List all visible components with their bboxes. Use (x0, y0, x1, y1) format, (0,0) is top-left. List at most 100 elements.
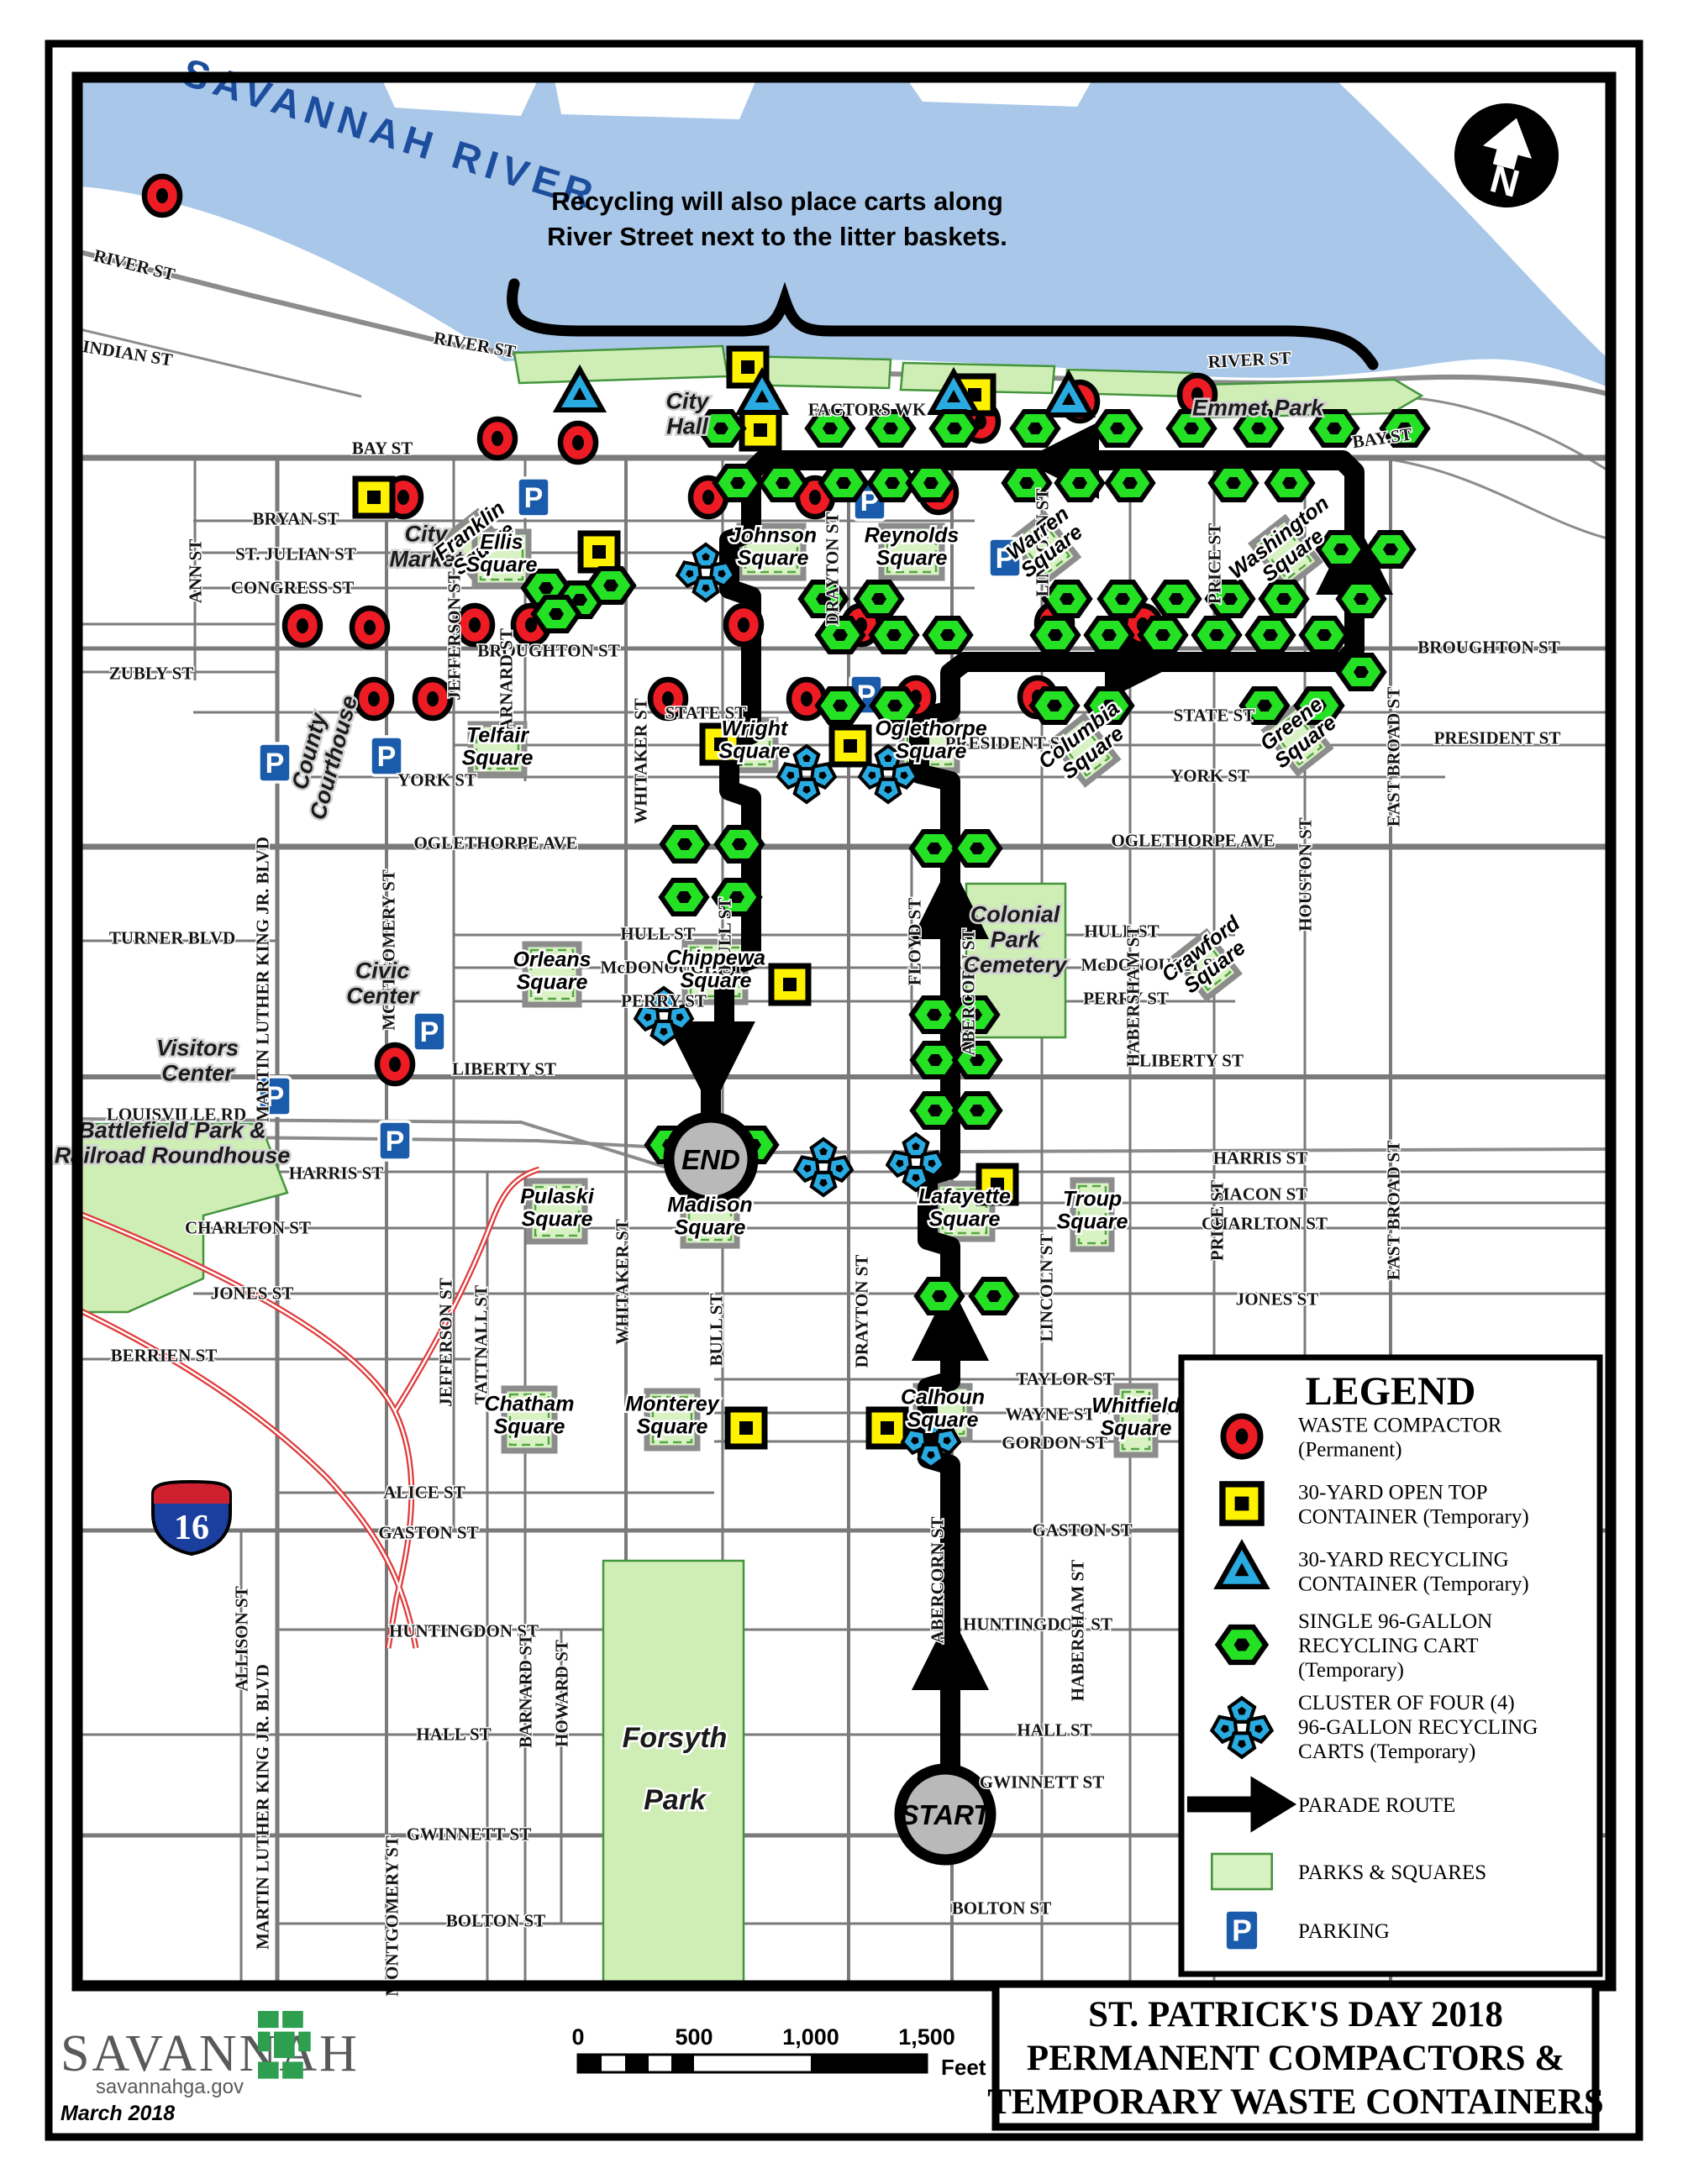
label-line: Colonial (970, 901, 1060, 927)
pentagon-dot (928, 1159, 936, 1168)
label-line: BULL ST (714, 898, 734, 971)
label-line: Whitfield (1091, 1394, 1181, 1417)
label-line: LINCOLN ST (1036, 1234, 1056, 1342)
street-label: JEFFERSON ST (444, 571, 464, 700)
square-green (508, 1393, 550, 1446)
cluster-pentagon (809, 1170, 838, 1198)
green-hexagon-dot (947, 423, 962, 434)
waste-compactor-marker (349, 605, 391, 650)
label-line: Square (466, 553, 538, 576)
recycling-cart-marker (868, 616, 920, 654)
label-line: Square (462, 746, 534, 769)
green-hexagon-dot (1209, 629, 1224, 641)
cluster-pentagon (874, 743, 902, 771)
label-line: YORK ST (397, 769, 476, 790)
green-hexagon-dot (1048, 629, 1063, 641)
street-label: HUNTINGDON ST (963, 1614, 1112, 1634)
label-line: Madison (667, 1193, 752, 1216)
square-green (1271, 712, 1323, 766)
label-line: OGLETHORPE AVE (1111, 830, 1275, 850)
park-area (965, 882, 1067, 1039)
recycling-cart-cluster-marker (776, 743, 838, 805)
recycling-cart-marker (1264, 464, 1316, 502)
label-line: McDONOUGH ST (1081, 954, 1225, 974)
recycling-cart-marker (659, 825, 711, 864)
waste-compactor-marker (374, 1042, 416, 1087)
green-hexagon-dot (1155, 629, 1170, 641)
pentagon-dot (803, 1164, 812, 1173)
street-label: PRESIDENT ST (1434, 727, 1561, 748)
street-label: TAYLOR ST (1016, 1368, 1114, 1389)
green-hexagon-dot (1276, 593, 1291, 605)
cluster-pentagon (666, 1004, 695, 1032)
arrow-shaft (1186, 1796, 1267, 1813)
city-square (1007, 510, 1082, 587)
recycling-cart-marker (797, 580, 849, 618)
pentagon-dot (927, 1420, 935, 1427)
green-hexagon-dot (967, 1009, 982, 1021)
green-hexagon-dot (1102, 700, 1117, 711)
square-green (1259, 524, 1312, 581)
red-circle-dot (427, 691, 439, 706)
green-hexagon-dot (1383, 543, 1398, 555)
street-label: LINCOLN ST (1032, 489, 1052, 597)
street-label: OGLETHORPE AVE (1111, 830, 1275, 850)
scale-500: 500 (675, 2024, 713, 2050)
green-hexagon-dot (1354, 666, 1369, 678)
street-label: OGLETHORPE AVE (413, 832, 577, 853)
street-label: GWINNETT ST (980, 1772, 1104, 1792)
label-line: Square (681, 969, 752, 992)
label-line: ALLISON ST (231, 1586, 251, 1691)
green-hexagon-dot (1223, 593, 1238, 605)
green-hexagon-dot (1317, 629, 1332, 641)
blue-triangle-dot (1234, 1562, 1249, 1577)
green-hexagon-dot (927, 1009, 942, 1021)
scale-1500: 1,500 (898, 2024, 955, 2050)
label-line: Square (907, 1408, 979, 1431)
street-label: HARRIS ST (1213, 1147, 1308, 1168)
square-casing (1007, 510, 1082, 587)
pentagon-dot (912, 1174, 920, 1182)
recycling-cart-marker (1137, 616, 1189, 654)
label-line: GWINNETT ST (980, 1772, 1104, 1792)
waste-compactor-marker (141, 173, 183, 218)
legend-title: LEGEND (1306, 1369, 1476, 1414)
street-label: GASTON ST (378, 1522, 478, 1542)
pentagon-dot (818, 771, 827, 780)
recycling-cart-marker (1054, 464, 1106, 502)
street-label: HUNTINGDON ST (389, 1620, 539, 1641)
green-hexagon-dot (677, 838, 692, 850)
recycling-cart-cluster-marker (675, 542, 737, 603)
pentagon-dot (1220, 1725, 1229, 1734)
square-green (1059, 723, 1111, 777)
route-arrow-north-1 (912, 1613, 989, 1690)
scale-bar: 0 500 1,000 1,500 Feet (571, 2024, 986, 2080)
label-line: MONTGOMERY ST (381, 1835, 402, 1997)
street-label: BAY ST (352, 438, 413, 458)
cluster-pentagon (885, 1150, 913, 1179)
recycling-cart-marker (1258, 580, 1310, 618)
label-line: McDONOUGH ST (601, 957, 744, 977)
street-label: BERRIEN ST (111, 1345, 218, 1365)
label-line: City (665, 388, 710, 413)
red-circle-dot (469, 617, 481, 633)
highway-2-core (79, 1309, 418, 1649)
open-top-container-marker (352, 475, 396, 519)
label-line: Railroad Roundhouse (55, 1142, 291, 1168)
annotation-line1: Recycling will also place carts along (551, 186, 1003, 216)
waste-compactor-marker (786, 676, 828, 722)
legend-item-label: CONTAINER (Temporary) (1298, 1506, 1529, 1529)
green-hexagon-dot (927, 843, 942, 854)
green-hexagon-dot (970, 1105, 985, 1116)
street-label: HOWARD ST (551, 1640, 571, 1747)
recycling-cart-marker (695, 409, 747, 448)
yellow-square-dot (714, 738, 728, 751)
label-line: LIBERTY ST (1139, 1050, 1244, 1070)
recycling-cart-marker (865, 409, 917, 448)
label-line: Hall (666, 413, 708, 438)
